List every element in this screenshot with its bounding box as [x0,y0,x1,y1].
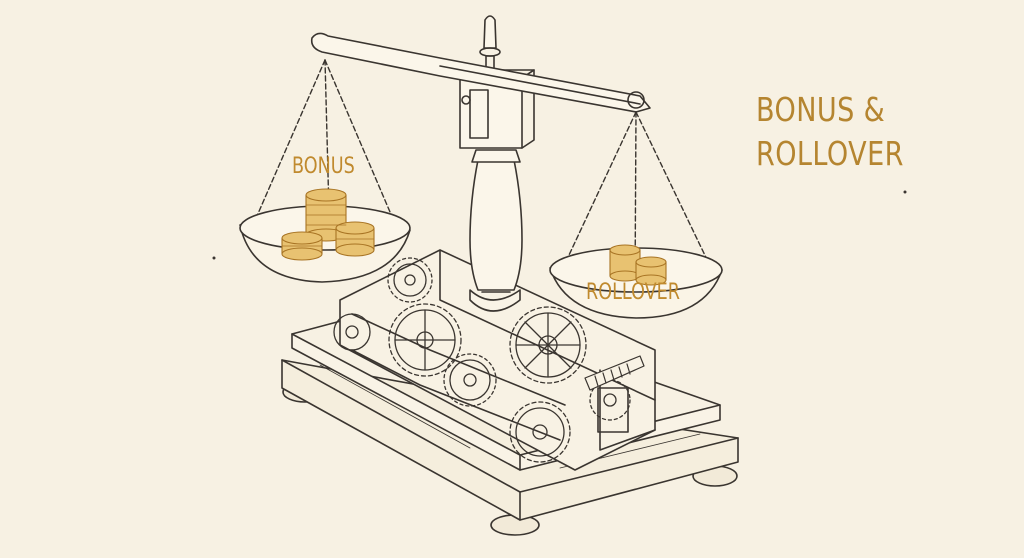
central-column [459,15,535,312]
heading-line-2: ROLLOVER [756,134,904,173]
right-pan [549,111,723,319]
gear-mechanism [333,249,656,471]
scale-beam [310,32,651,113]
rollover-pan-label: ROLLOVER [586,280,680,305]
heading-line-1: BONUS & [756,90,886,129]
bonus-pan-label: BONUS [292,154,355,179]
left-pan [239,59,411,283]
heading: BONUS & ROLLOVER [756,88,904,176]
